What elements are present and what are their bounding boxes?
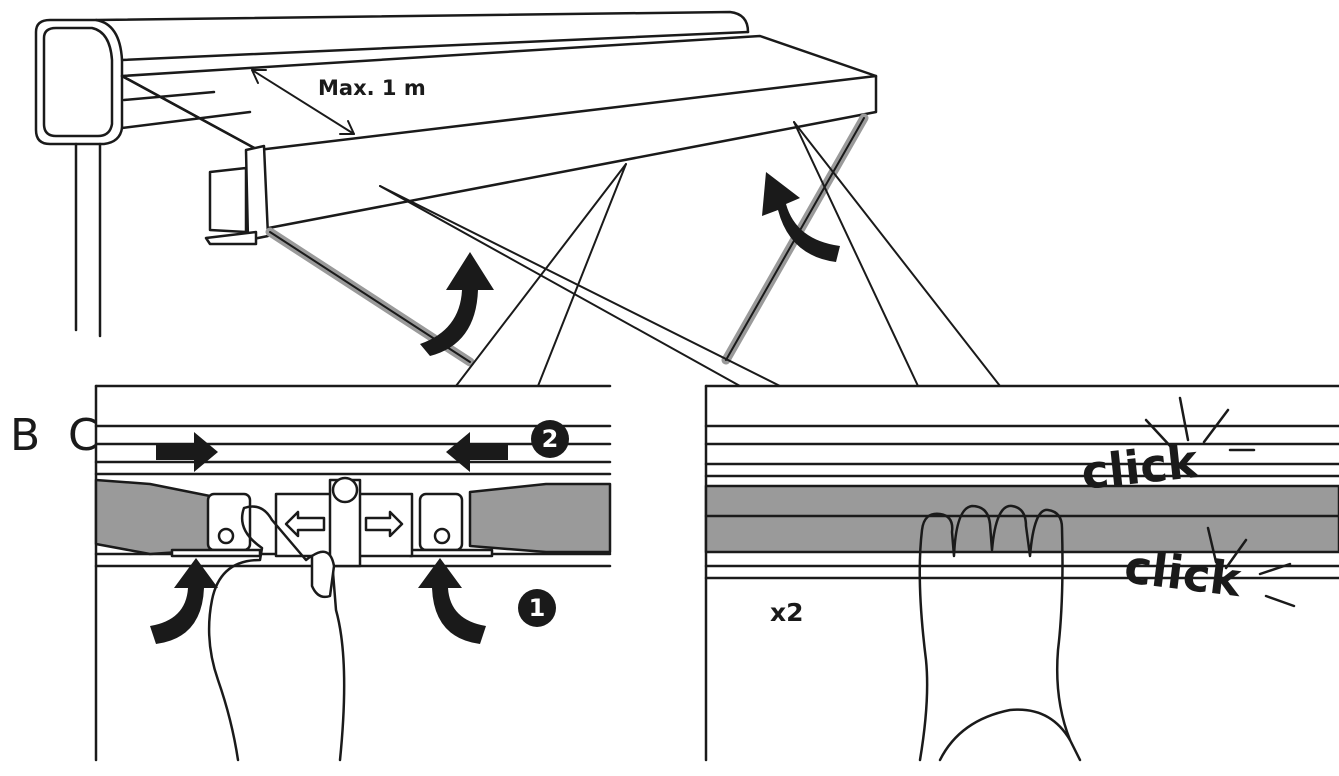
callout-lines [379,121,1001,387]
right-arrow-icon [156,432,218,472]
step-badge-2: 2 [531,420,569,458]
left-arrow-icon [446,432,508,472]
click-sound-label: click [1078,434,1201,500]
detail-panel-right [704,384,1339,762]
curved-arrow-icon [150,558,218,644]
click-sound-label-2: click [1121,539,1244,608]
detail-panel-left [94,384,612,762]
step-badge-1: 1 [518,589,556,627]
curved-arrow-icon [762,172,840,262]
step-letter-c: C [68,410,99,461]
motion-arrows [150,172,840,644]
max-width-label: Max. 1 m [318,76,426,100]
curved-arrow-icon [418,558,486,644]
curved-arrow-icon [420,252,494,356]
step-letter-b: B [10,410,41,461]
repeat-label: x2 [770,598,804,627]
awning-cassette [34,10,878,367]
